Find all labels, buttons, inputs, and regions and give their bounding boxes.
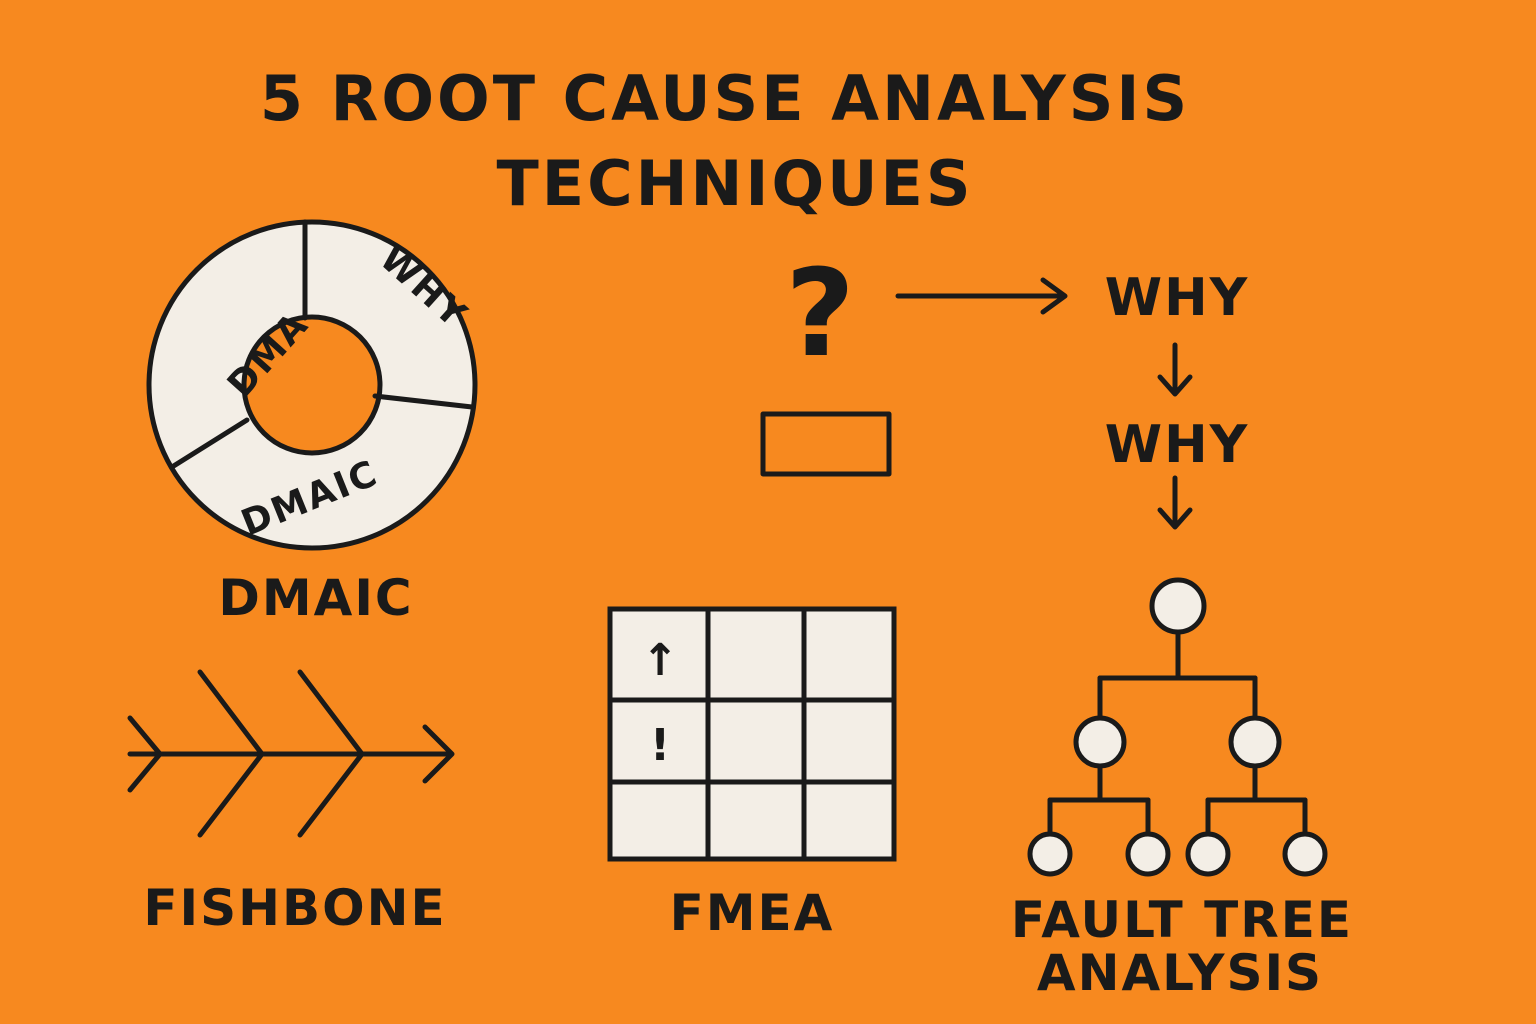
dmaic-caption: DMAIC <box>218 569 413 627</box>
why-step-1: WHY <box>1105 268 1250 328</box>
fault-tree-node-leaf <box>1027 831 1073 877</box>
why-step-2: WHY <box>1105 415 1250 475</box>
fishbone-bone <box>297 669 365 838</box>
title-line-1: 5 ROOT CAUSE ANALYSIS <box>260 62 1190 135</box>
fault-tree-node <box>1073 715 1127 769</box>
fault-tree-caption-line-1: FAULT TREE <box>1011 891 1353 949</box>
fishbone-head <box>422 724 455 784</box>
dmaic-ring-hole <box>241 314 383 456</box>
fault-tree-node-leaf <box>1185 831 1231 877</box>
arrow-down-head <box>1157 507 1193 530</box>
dmaic-ring-divider <box>169 417 250 470</box>
fault-tree-node-leaf <box>1282 831 1328 877</box>
fmea-grid: ↑ ! <box>607 606 897 862</box>
fault-tree-caption-line-2: ANALYSIS <box>1037 944 1323 1002</box>
fmea-grid-frame <box>607 606 897 862</box>
arrow-down-head <box>1157 374 1193 397</box>
dmaic-ring-divider <box>372 393 475 410</box>
problem-box <box>760 411 892 477</box>
fmea-caption: FMEA <box>670 884 835 942</box>
fault-tree-diagram <box>1027 577 1328 877</box>
question-mark-icon: ? <box>785 245 855 384</box>
fault-tree-node-root <box>1149 577 1207 635</box>
title-line-2: TECHNIQUES <box>496 147 973 220</box>
fault-tree-node <box>1228 715 1282 769</box>
arrow-right-head <box>1040 277 1068 315</box>
fishbone-bone <box>197 669 265 838</box>
five-whys-diagram: ? WHY WHY <box>760 245 1250 530</box>
fishbone-caption: FISHBONE <box>143 879 446 937</box>
arrow-up-icon: ↑ <box>642 635 679 686</box>
dmaic-ring-diagram: DMA WHY DMAIC <box>146 219 478 551</box>
exclamation-icon: ! <box>650 720 670 771</box>
fault-tree-node-leaf <box>1125 831 1171 877</box>
fishbone-diagram <box>127 669 455 838</box>
fishbone-tail <box>127 715 163 793</box>
